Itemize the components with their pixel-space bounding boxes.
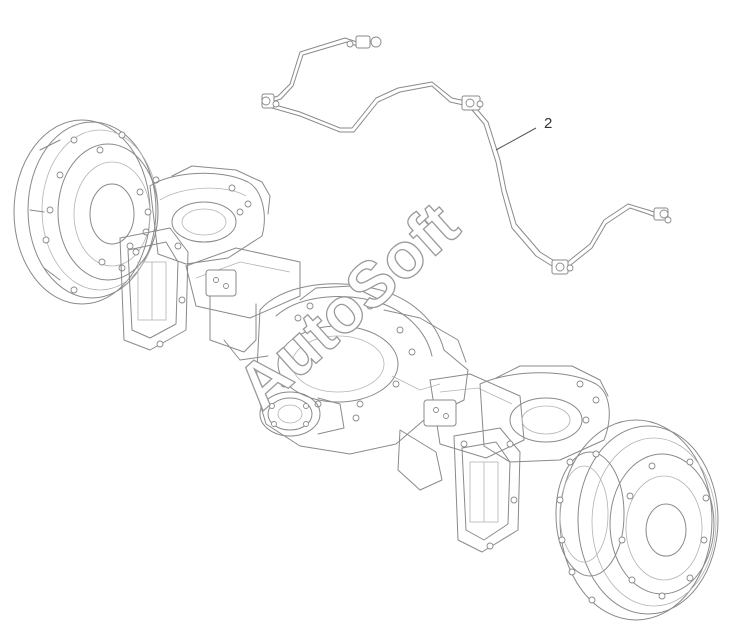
fitting-top: [346, 35, 382, 49]
left-brake-housing[interactable]: [149, 165, 271, 265]
axle-beam-right[interactable]: [397, 373, 525, 491]
left-wheel-hub[interactable]: [13, 119, 160, 305]
callout-leader-line: [495, 127, 537, 151]
pinion-flange[interactable]: [259, 391, 345, 437]
right-brake-caliper[interactable]: [453, 427, 521, 553]
fitting-lower: [551, 259, 574, 275]
right-brake-housing[interactable]: [479, 365, 610, 463]
fitting-right: [653, 207, 672, 224]
callout-number-2[interactable]: 2: [544, 115, 552, 132]
brake-line-assembly[interactable]: [261, 35, 672, 275]
fitting-left: [261, 93, 280, 109]
axle-beam-left[interactable]: [185, 247, 301, 361]
fitting-tee: [461, 95, 484, 111]
watermark-text: AutoSoft: [223, 188, 472, 422]
left-brake-caliper[interactable]: [119, 227, 189, 351]
right-wheel-hub[interactable]: [555, 419, 719, 621]
